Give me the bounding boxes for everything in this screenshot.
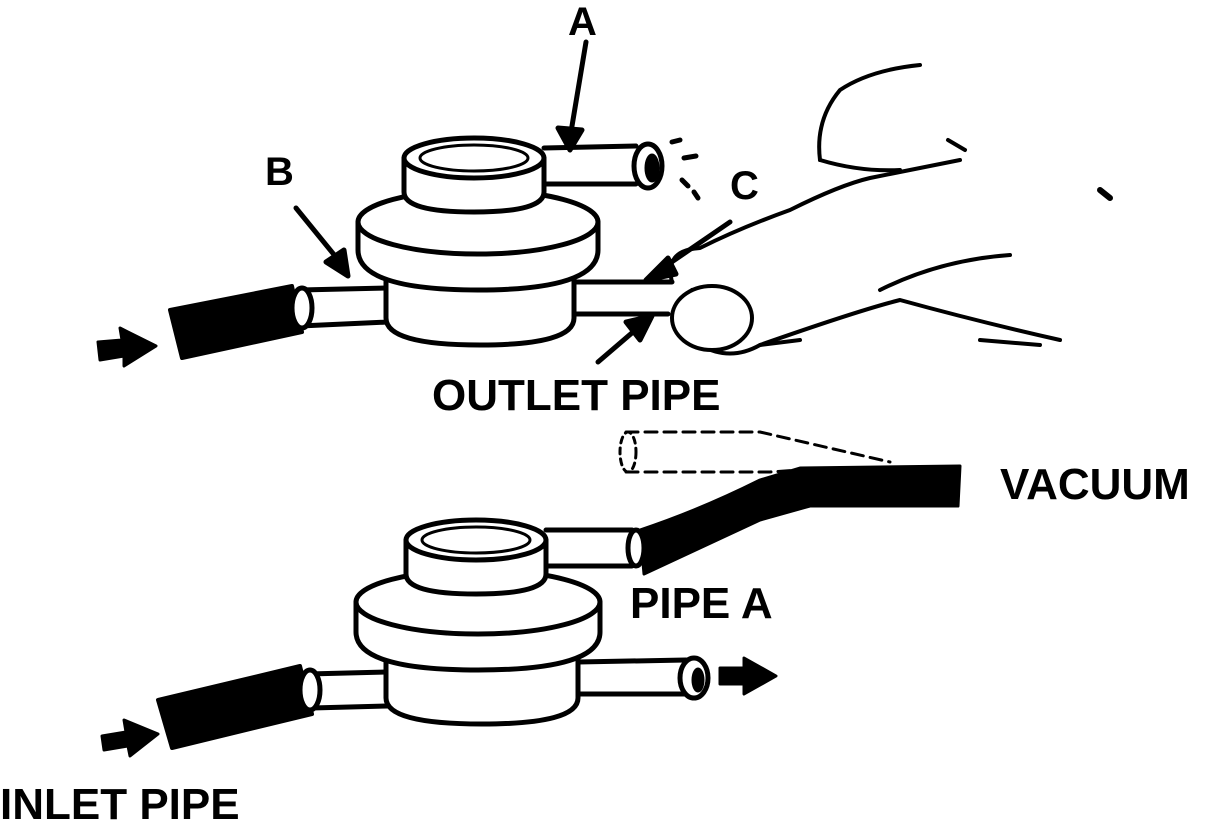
label-outlet-pipe: OUTLET PIPE <box>432 371 721 420</box>
label-b: B <box>265 150 294 194</box>
top-outlet-pipe <box>571 279 675 317</box>
vacuum-hose-body <box>638 464 962 576</box>
label-pipe-a: PIPE A <box>630 579 773 628</box>
pointer-arrows-top <box>293 39 733 365</box>
top-flow-arrow <box>96 326 158 368</box>
top-valve-assembly <box>168 135 701 360</box>
label-a: A <box>568 0 597 44</box>
top-inlet-pipe <box>297 285 391 329</box>
arrow-b <box>293 205 343 265</box>
bottom-outlet-pipe <box>575 657 689 697</box>
bottom-inlet-pipe <box>305 669 391 711</box>
vacuum-hose <box>618 430 962 576</box>
bottom-pipe-a <box>543 527 635 569</box>
top-inlet-hose <box>168 284 304 360</box>
label-inlet-pipe: INLET PIPE <box>0 780 240 829</box>
bottom-outlet-flow-arrow <box>718 656 778 696</box>
arrow-a <box>567 39 589 141</box>
top-pipe-a <box>541 143 639 187</box>
label-c: C <box>730 164 759 208</box>
top-inlet-pipe-end <box>289 285 315 331</box>
finger-blocking-outlet <box>668 63 1113 356</box>
bottom-valve-assembly <box>156 517 711 750</box>
bottom-inlet-flow-arrow <box>100 718 160 758</box>
air-escape-marks <box>669 137 701 201</box>
bottom-inlet-hose <box>156 664 314 750</box>
label-vacuum: VACUUM <box>1000 460 1190 509</box>
